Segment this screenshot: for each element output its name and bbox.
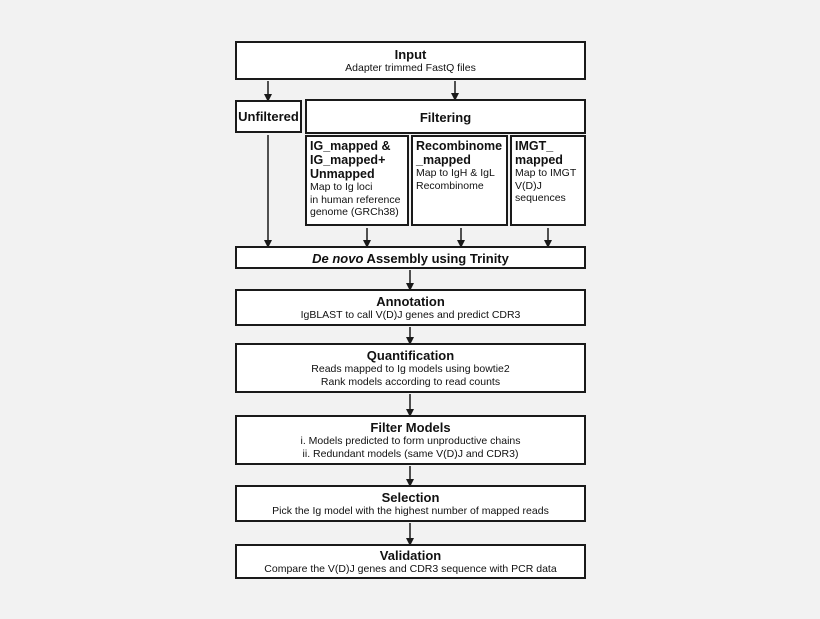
assembly-title-rest: Assembly using Trinity <box>363 251 509 266</box>
filtering-box: Filtering <box>305 99 586 134</box>
ig-mapped-desc-line: genome (GRCh38) <box>310 206 399 218</box>
assembly-box: De novo Assembly using Trinity <box>235 246 586 269</box>
imgt-desc-line: Map to IMGT <box>515 167 577 179</box>
ig-mapped-desc-line: Map to Ig loci <box>310 181 373 193</box>
recombinome-title-line: Recombinome <box>416 139 503 153</box>
assembly-title-italic: De novo <box>312 251 364 266</box>
annotation-title: Annotation <box>376 294 445 309</box>
quantification-title: Quantification <box>366 348 455 363</box>
imgt-title-line: mapped <box>515 153 563 167</box>
input-subtitle: Adapter trimmed FastQ files <box>345 62 476 74</box>
quantification-subtitle-2: Rank models according to read counts <box>320 376 501 388</box>
annotation-box: Annotation IgBLAST to call V(D)J genes a… <box>235 289 586 326</box>
validation-box: Validation Compare the V(D)J genes and C… <box>235 544 586 579</box>
recombinome-desc-line: Recombinome <box>416 179 484 192</box>
unfiltered-box: Unfiltered <box>235 100 302 133</box>
filter-models-title: Filter Models <box>370 420 451 435</box>
imgt-box: IMGT_ mapped Map to IMGT V(D)J sequences <box>510 135 586 226</box>
quantification-box: Quantification Reads mapped to Ig models… <box>235 343 586 393</box>
imgt-title-line: IMGT_ <box>515 139 554 153</box>
recombinome-desc-line: Map to IgH & IgL <box>416 167 495 179</box>
ig-mapped-title-line: Unmapped <box>310 167 375 181</box>
assembly-title: De novo Assembly using Trinity <box>237 251 584 266</box>
validation-subtitle: Compare the V(D)J genes and CDR3 sequenc… <box>264 563 557 575</box>
filtering-title: Filtering <box>419 110 472 125</box>
validation-title: Validation <box>379 548 442 563</box>
input-title: Input <box>394 47 427 62</box>
recombinome-title-line: _mapped <box>416 153 471 167</box>
filter-models-subtitle-1: i. Models predicted to form unproductive… <box>300 435 521 447</box>
ig-mapped-title-line: IG_mapped & <box>310 139 391 153</box>
ig-mapped-box: IG_mapped & IG_mapped+ Unmapped Map to I… <box>305 135 409 226</box>
imgt-desc-line: sequences <box>515 192 566 204</box>
selection-subtitle: Pick the Ig model with the highest numbe… <box>272 505 549 517</box>
quantification-subtitle-1: Reads mapped to Ig models using bowtie2 <box>311 363 510 375</box>
ig-mapped-title-line: IG_mapped+ <box>310 153 386 167</box>
recombinome-box: Recombinome _mapped Map to IgH & IgL Rec… <box>411 135 508 226</box>
imgt-desc-line: V(D)J <box>515 179 542 192</box>
filter-models-subtitle-2: ii. Redundant models (same V(D)J and CDR… <box>302 448 519 460</box>
annotation-subtitle: IgBLAST to call V(D)J genes and predict … <box>300 309 521 321</box>
ig-mapped-desc-line: in human reference <box>310 193 401 206</box>
input-box: Input Adapter trimmed FastQ files <box>235 41 586 80</box>
selection-title: Selection <box>381 490 440 505</box>
unfiltered-title: Unfiltered <box>238 109 299 124</box>
